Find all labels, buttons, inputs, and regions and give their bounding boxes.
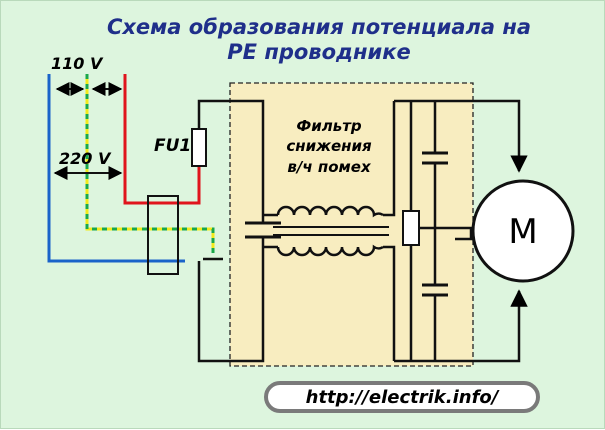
filter-label-line2: снижения [286, 137, 372, 155]
black-wiring [197, 99, 521, 363]
pe-wire [85, 74, 215, 253]
motor-circle [471, 179, 575, 283]
current-sensor-core [147, 195, 179, 275]
voltage-220-label: 220 V [59, 149, 112, 168]
fuse-fu1 [191, 128, 207, 167]
diagram-title-line1: Схема образования потенциала на [107, 15, 531, 39]
motor-label: M [508, 212, 537, 252]
phase-wire [123, 74, 201, 205]
site-url: http://electrik.info/ [306, 387, 500, 408]
varistor [402, 210, 420, 246]
y-capacitor-top [422, 151, 448, 165]
filter-label-line1: Фильтр [296, 117, 362, 135]
fuse-label: FU1 [154, 136, 191, 156]
filter-label-line3: в/ч помех [287, 158, 372, 176]
y-capacitor-bottom [422, 283, 448, 297]
input-capacitor [245, 221, 281, 239]
neutral-wire [47, 74, 185, 263]
url-badge [264, 381, 540, 413]
voltage-110-label: 110 V [51, 54, 104, 73]
common-mode-choke [273, 205, 389, 257]
diagram-title-line2: РЕ проводнике [227, 40, 410, 64]
